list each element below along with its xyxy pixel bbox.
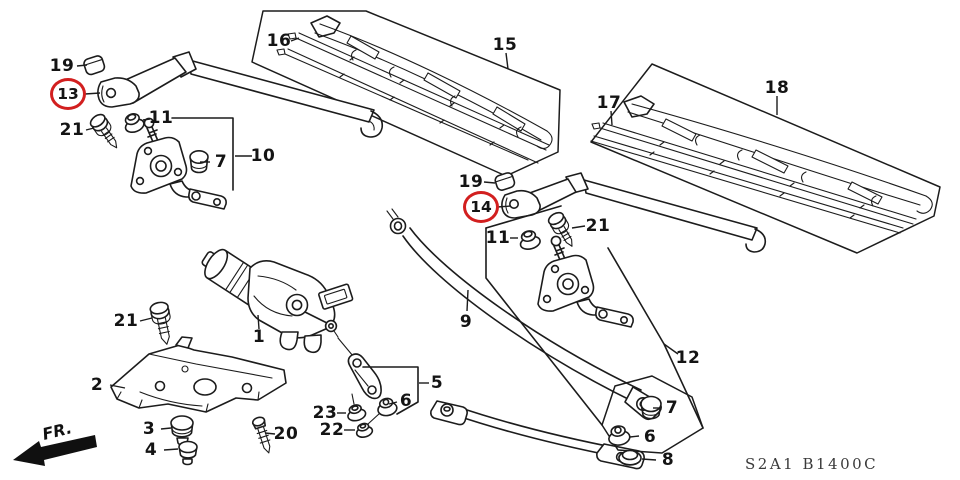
bracket-line-5 (362, 366, 419, 415)
leader-line-21 (139, 317, 153, 322)
blade-assembly-15-outline (251, 10, 561, 177)
leader-line-13 (84, 92, 101, 95)
cap-8-drawing (618, 449, 642, 466)
grommet-4-drawing (178, 440, 198, 466)
fr-label: FR. (40, 418, 73, 444)
leader-line-9 (466, 289, 469, 312)
link-connector-5-drawing (347, 353, 382, 400)
grommet-3-drawing (170, 415, 194, 446)
leader-line-8 (641, 458, 657, 461)
grommet-7-left-drawing (189, 150, 209, 174)
assembly-line-22 (367, 412, 381, 425)
leader-line-19 (483, 181, 496, 184)
leader-line-16 (290, 37, 300, 42)
bushing-group-outline (601, 375, 704, 454)
nut-23-drawing (347, 404, 367, 422)
leader-line-15 (505, 52, 509, 70)
wiper-arm-13-drawing (97, 51, 384, 138)
fr-direction-arrow: FR. (13, 418, 97, 466)
leader-line-20 (264, 432, 276, 435)
bracket-lines-12 (485, 205, 704, 429)
bolt-21-right-drawing (547, 211, 573, 247)
leader-line-3 (160, 427, 172, 430)
bracket-line-10 (171, 117, 234, 191)
wiper-arm-14-drawing (501, 172, 767, 253)
leader-lines-layer (76, 37, 778, 461)
blade-assembly-18-outline (590, 63, 941, 254)
leader-line-6 (629, 435, 640, 438)
wiper-rubber-16-drawing (276, 32, 550, 164)
screw-20-drawing (251, 416, 271, 454)
bolt-21-bottom-drawing (149, 301, 171, 345)
wiper-blade-18-drawing (623, 95, 933, 214)
wiper-rubber-17-drawing (590, 122, 917, 234)
leader-line-6 (388, 401, 398, 405)
pivot-cap-19-left-drawing (83, 55, 106, 76)
arm-nut-11-left-drawing (124, 113, 145, 134)
leader-line-2 (109, 384, 126, 389)
leader-line-17 (610, 110, 613, 126)
leader-line-4 (163, 448, 179, 451)
diagram-code: S2A1 B1400C (745, 455, 878, 473)
nut-6-left-drawing (377, 397, 398, 417)
assembly-line-23 (351, 393, 355, 405)
pivot-cap-19-right-drawing (494, 172, 516, 191)
wiper-motor-1-drawing (201, 248, 354, 354)
bushing-6-right-drawing (608, 425, 631, 446)
mount-bracket-2-drawing (110, 336, 287, 413)
bolt-21-left-drawing (89, 113, 118, 149)
leader-line-14 (496, 205, 512, 208)
fr-arrow-icon (13, 435, 97, 466)
arm-nut-11-right-drawing (519, 230, 541, 250)
pivot-assembly-10-drawing (130, 117, 227, 210)
leader-line-12 (663, 343, 679, 355)
pivot-assembly-12-drawing (537, 235, 634, 328)
leader-line-21 (571, 225, 586, 229)
leader-line-21 (85, 127, 95, 131)
leader-line-11 (142, 118, 151, 121)
nut-22-drawing (355, 422, 374, 438)
leader-line-1 (257, 314, 260, 330)
wiper-blade-15-drawing (310, 15, 553, 150)
leader-line-19 (76, 64, 88, 67)
